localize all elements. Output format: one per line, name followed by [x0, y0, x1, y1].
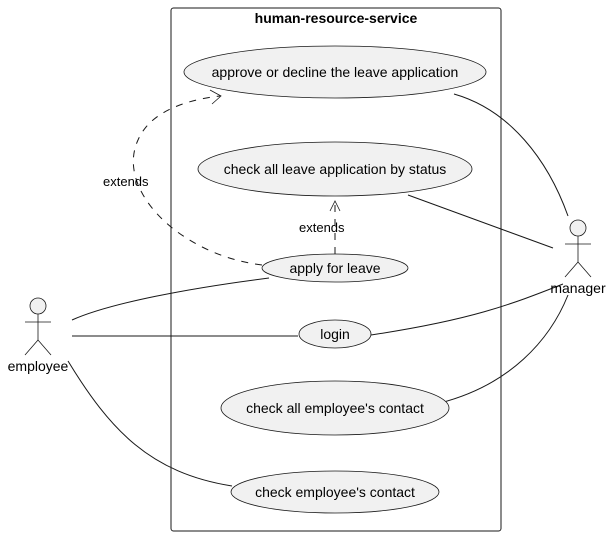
use-case-approve-ellipse[interactable] [183, 45, 487, 99]
actor-manager-label: manager [550, 280, 606, 296]
arrowhead-check-status [329, 200, 341, 212]
assoc-manager-check-all-contacts [439, 294, 569, 404]
use-case-apply-leave-label: apply for leave [289, 260, 380, 276]
use-case-check-status[interactable]: check all leave application by status [197, 141, 473, 197]
arrowhead-approve [209, 89, 222, 105]
actor-employee-label: employee [8, 358, 69, 374]
use-case-check-all-contacts-label: check all employee's contact [246, 400, 424, 416]
use-case-apply-leave-ellipse[interactable] [261, 253, 409, 283]
assoc-manager-login [370, 283, 564, 336]
use-case-apply-leave[interactable]: apply for leave [261, 253, 409, 283]
use-case-check-status-label: check all leave application by status [224, 161, 447, 177]
use-case-check-contact-ellipse[interactable] [230, 470, 440, 514]
associations [67, 93, 569, 487]
actor-manager[interactable]: manager [550, 219, 606, 296]
extends-label-approve: extends [103, 174, 149, 189]
use-case-approve[interactable]: approve or decline the leave application [183, 45, 487, 99]
stick-figure-icon [24, 297, 52, 356]
use-case-login-label: login [320, 326, 350, 342]
stick-figure-icon [564, 219, 592, 278]
use-case-check-contact-label: check employee's contact [255, 484, 415, 500]
use-case-login[interactable]: login [298, 319, 372, 349]
extends-dependencies: extends extends [103, 89, 345, 266]
extends-label-check-status: extends [299, 220, 345, 235]
assoc-manager-check-status [407, 194, 554, 249]
boundary-frame [170, 7, 502, 532]
use-case-check-all-contacts-ellipse[interactable] [220, 380, 450, 436]
assoc-manager-approve [453, 93, 569, 217]
use-case-login-ellipse[interactable] [298, 319, 372, 349]
actor-employee[interactable]: employee [8, 297, 69, 374]
system-boundary: human-resource-service [170, 7, 502, 532]
use-case-approve-label: approve or decline the leave application [212, 64, 459, 80]
assoc-employee-check-contact [67, 360, 233, 487]
extends-arrow-to-approve [132, 95, 263, 266]
use-case-check-status-ellipse[interactable] [197, 141, 473, 197]
boundary-title: human-resource-service [255, 10, 418, 26]
use-case-check-contact[interactable]: check employee's contact [230, 470, 440, 514]
assoc-employee-apply-leave [71, 277, 270, 321]
use-case-check-all-contacts[interactable]: check all employee's contact [220, 380, 450, 436]
